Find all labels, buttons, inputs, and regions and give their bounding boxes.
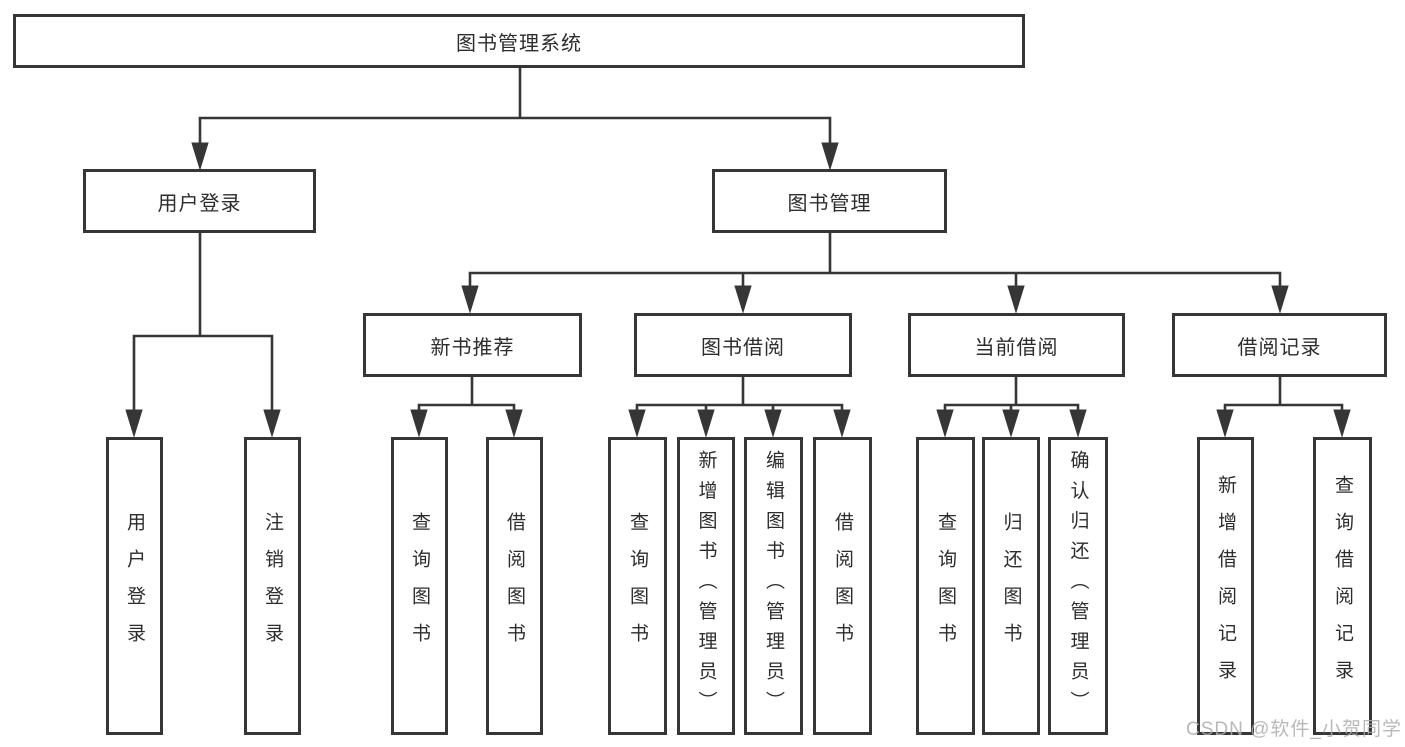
arrow-down-icon [833, 409, 851, 438]
leaf-user-login-label: 用户登录 [124, 512, 145, 660]
leaf-record-add-label: 新增借阅记录 [1215, 475, 1236, 697]
arrow-down-icon [1002, 409, 1020, 438]
arrow-down-icon [505, 409, 523, 438]
root-node: 图书管理系统 [13, 14, 1025, 68]
module-book-borrow-label: 图书借阅 [701, 336, 785, 359]
arrow-down-icon [461, 285, 479, 314]
leaf-borrow-add-label: 新增图书（管理员） [695, 450, 717, 722]
branch-book-management-node: 图书管理 [712, 169, 947, 233]
leaf-record-query-label: 查询借阅记录 [1332, 475, 1353, 697]
arrow-down-icon [764, 409, 782, 438]
leaf-borrow-edit-label: 编辑图书（管理员） [763, 450, 784, 722]
leaf-newbook-query-label: 查询图书 [409, 512, 430, 660]
arrow-down-icon [936, 409, 954, 438]
leaf-borrow-borrow-label: 借阅图书 [832, 512, 853, 660]
arrowhead-icons [125, 142, 1351, 438]
leaf-current-return-node: 归还图书 [982, 437, 1040, 735]
leaf-current-confirm-node: 确认归还（管理员） [1048, 437, 1108, 735]
leaf-borrow-add-node: 新增图书（管理员） [677, 437, 735, 735]
module-borrow-records-label: 借阅记录 [1237, 336, 1322, 359]
arrow-down-icon [734, 285, 752, 314]
arrow-down-icon [125, 409, 143, 438]
branch-book-management-label: 图书管理 [787, 192, 872, 215]
leaf-borrow-query-node: 查询图书 [608, 437, 667, 735]
leaf-logout-label: 注销登录 [262, 512, 283, 660]
leaf-newbook-query-node: 查询图书 [391, 437, 448, 735]
leaf-current-query-label: 查询图书 [935, 512, 956, 660]
leaf-borrow-query-label: 查询图书 [627, 512, 648, 660]
arrow-down-icon [410, 409, 428, 438]
leaf-current-query-node: 查询图书 [916, 437, 975, 735]
root-label: 图书管理系统 [456, 32, 582, 55]
arrow-down-icon [1333, 409, 1351, 438]
module-borrow-records-node: 借阅记录 [1172, 313, 1387, 377]
leaf-record-add-node: 新增借阅记录 [1197, 437, 1254, 735]
branch-user-login-label: 用户登录 [157, 192, 242, 215]
module-new-book-label: 新书推荐 [430, 336, 515, 359]
arrow-down-icon [263, 409, 281, 438]
leaf-record-query-node: 查询借阅记录 [1313, 437, 1372, 735]
arrow-down-icon [1271, 285, 1289, 314]
branch-user-login-node: 用户登录 [83, 169, 316, 233]
module-book-borrow-node: 图书借阅 [634, 313, 852, 377]
module-current-borrow-node: 当前借阅 [908, 313, 1125, 377]
leaf-borrow-borrow-node: 借阅图书 [813, 437, 872, 735]
leaf-newbook-borrow-label: 借阅图书 [504, 512, 525, 660]
module-current-borrow-label: 当前借阅 [974, 336, 1059, 359]
leaf-current-confirm-label: 确认归还（管理员） [1067, 450, 1089, 722]
arrow-down-icon [191, 142, 209, 171]
leaf-logout-node: 注销登录 [244, 437, 301, 735]
leaf-current-return-label: 归还图书 [1000, 512, 1022, 660]
arrow-down-icon [1007, 285, 1025, 314]
leaf-borrow-edit-node: 编辑图书（管理员） [744, 437, 803, 735]
arrow-down-icon [628, 409, 646, 438]
arrow-down-icon [1069, 409, 1087, 438]
arrow-down-icon [1216, 409, 1234, 438]
module-new-book-node: 新书推荐 [363, 313, 582, 377]
leaf-newbook-borrow-node: 借阅图书 [486, 437, 543, 735]
arrow-down-icon [697, 409, 715, 438]
arrow-down-icon [821, 142, 839, 171]
csdn-watermark: CSDN @软件_小贺同学 [1186, 719, 1402, 740]
leaf-user-login-node: 用户登录 [106, 437, 163, 735]
